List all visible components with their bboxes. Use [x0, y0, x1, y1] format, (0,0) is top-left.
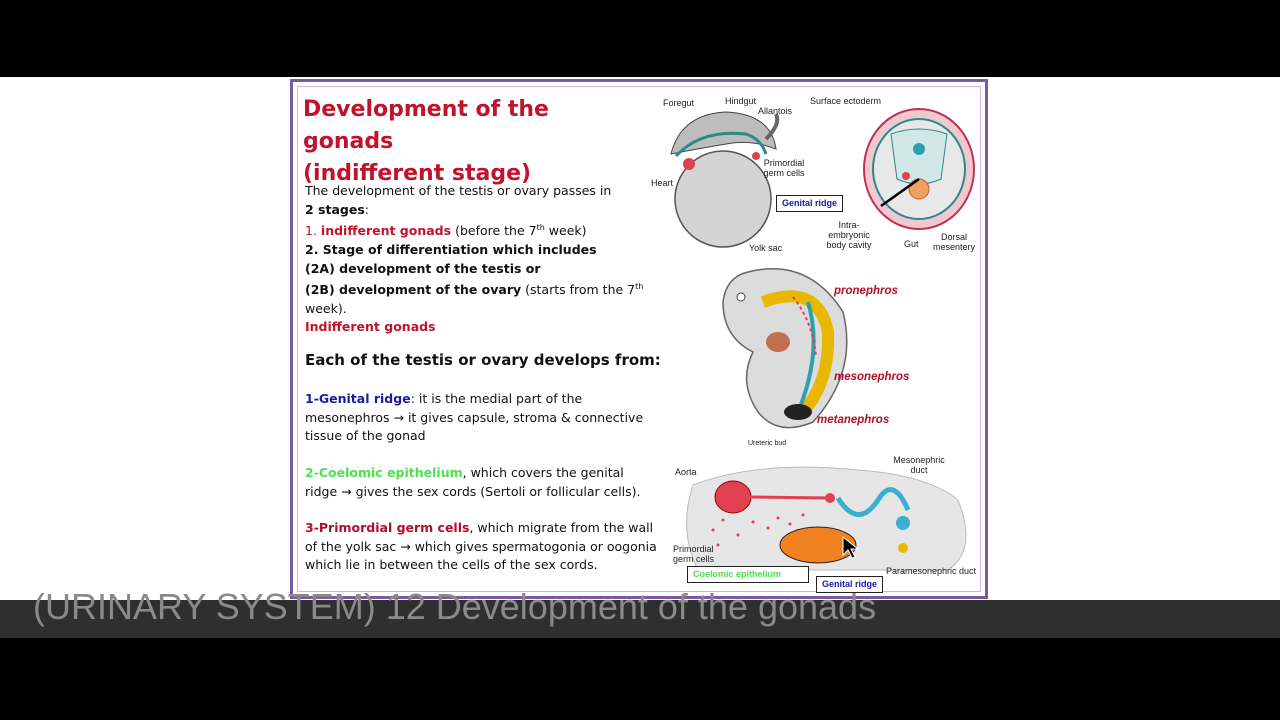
label-mesonephros: mesonephros: [834, 371, 910, 383]
label-primordial-germ-cells-fig1: Primordial germ cells: [763, 158, 805, 178]
item-primordial-germ-cells: 3-Primordial germ cells, which migrate f…: [305, 519, 660, 575]
superscript-th: th: [536, 223, 545, 233]
label-genital-ridge-fig1: Genital ridge: [776, 195, 844, 212]
label-heart: Heart: [651, 178, 674, 188]
video-caption: (URINARY SYSTEM) 12 Development of the g…: [33, 586, 877, 627]
stages-paragraph: The development of the testis or ovary p…: [305, 182, 665, 337]
label-allantois: Allantois: [758, 106, 793, 116]
stage2b-week: week).: [305, 300, 347, 316]
stage2b-note: (starts from the 7: [521, 282, 636, 298]
label-metanephros: metanephros: [817, 414, 890, 426]
coelomic-epithelium-text: , which covers the genital ridge → gives…: [305, 465, 641, 499]
slide-title: Development of the gonads (indifferent s…: [303, 94, 643, 190]
label-pronephros: pronephros: [834, 285, 898, 297]
item-genital-ridge: 1-Genital ridge: it is the medial part o…: [305, 390, 650, 446]
stage1-name: indifferent gonads: [320, 223, 452, 239]
item-coelomic-epithelium: 2-Coelomic epithelium, which covers the …: [305, 464, 650, 501]
week-close: week): [544, 223, 587, 239]
mouse-cursor-icon: [842, 536, 860, 559]
primordial-germ-cells-text: , which migrate from the wall of the yol…: [305, 520, 657, 573]
label-paramesonephric-duct: Paramesonephric duct: [885, 566, 977, 576]
label-intra-embryonic-cavity: Intra-embryonic body cavity: [826, 220, 872, 250]
label-aorta: Aorta: [675, 467, 697, 477]
stage1-note: (before the 7: [455, 223, 537, 239]
kidney-development-figure: [722, 268, 848, 429]
label-ureteric-bud: Ureteric bud: [748, 440, 787, 447]
label-coelomic-epithelium: Coelomic epithelium: [687, 566, 809, 583]
caption-bar: [0, 600, 1280, 638]
label-hindgut: Hindgut: [725, 96, 757, 106]
label-gut: Gut: [904, 239, 919, 249]
label-mesonephric-duct: Mesonephric duct: [893, 455, 945, 475]
gonad-aorta-figure: [686, 466, 967, 571]
label-yolk-sac: Yolk sac: [749, 243, 783, 253]
develops-from-heading: Each of the testis or ovary develops fro…: [305, 351, 661, 369]
title-line-1: Development of the gonads: [303, 97, 549, 154]
slide-inner-border: [297, 86, 981, 592]
label-dorsal-mesentery: Dorsal mesentery: [932, 232, 976, 252]
label-foregut: Foregut: [663, 98, 695, 108]
stage2-text: 2. Stage of differentiation which includ…: [305, 241, 597, 257]
stage2a-text: (2A) development of the testis or: [305, 260, 541, 276]
embryo-yolk-sac-figure: [670, 108, 975, 248]
colon-text: :: [364, 201, 369, 217]
lecture-slide: Development of the gonads (indifferent s…: [290, 79, 988, 599]
label-genital-ridge-fig3: Genital ridge: [816, 576, 884, 593]
label-surface-ectoderm: Surface ectoderm: [810, 96, 882, 106]
genital-ridge-term: 1-Genital ridge: [305, 391, 411, 406]
two-stages-text: 2 stages: [305, 201, 365, 217]
superscript-th-2: th: [635, 282, 644, 292]
stage1-number: 1.: [305, 223, 317, 239]
intro-text: The development of the testis or ovary p…: [305, 183, 612, 198]
indifferent-gonads-label: Indifferent gonads: [305, 319, 436, 335]
label-primordial-germ-cells-fig3: Primordial germ cells: [673, 544, 715, 564]
stage2b-text: (2B) development of the ovary: [305, 282, 522, 298]
coelomic-epithelium-term: 2-Coelomic epithelium: [305, 465, 463, 480]
primordial-germ-cells-term: 3-Primordial germ cells: [305, 520, 470, 535]
genital-ridge-text: : it is the medial part of the mesonephr…: [305, 391, 644, 444]
title-line-2: (indifferent stage): [303, 161, 532, 186]
